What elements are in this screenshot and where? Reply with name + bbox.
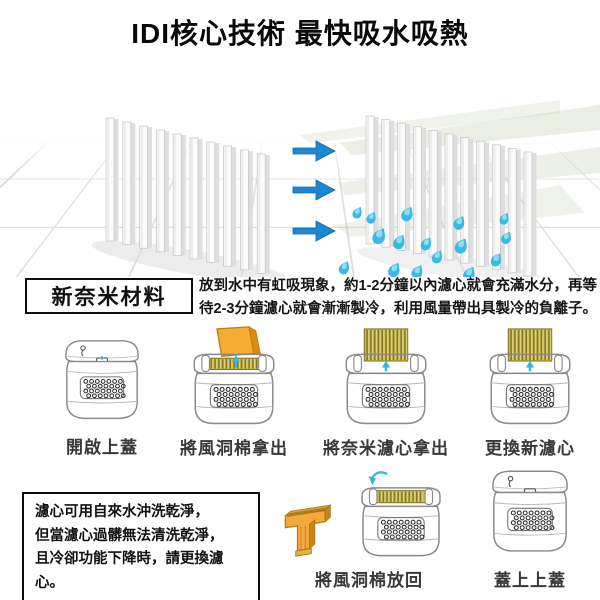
insert-arrow-icon — [372, 472, 387, 477]
step-caption: 更換新濾心 — [462, 434, 598, 459]
cooler-closed-illustration — [479, 460, 581, 564]
step-close-lid: 蓋上上蓋 — [466, 460, 594, 591]
page-title: IDI核心技術 最快吸水吸熱 — [0, 12, 600, 52]
filter-fins-graphic — [0, 55, 600, 277]
materials-label-box: 新奈米材料 — [25, 278, 193, 314]
step-caption: 蓋上上蓋 — [466, 566, 594, 591]
filter-care-note: 濾心可用自來水沖洗乾淨， 但當濾心過髒無法清洗乾淨， 且冷卻功能下降時，請更換濾… — [22, 492, 260, 600]
step-caption: 開啟上蓋 — [40, 433, 164, 458]
cooler-foam-out-illustration — [182, 326, 286, 432]
airflow-arrows-icon — [293, 141, 335, 241]
step-caption: 將風洞棉放回 — [276, 566, 462, 591]
airflow-illustration — [0, 55, 600, 277]
materials-label: 新奈米材料 — [52, 281, 167, 311]
step-return-foam: 將風洞棉放回 — [276, 460, 462, 591]
step-replace-filter: 更換新濾心 — [462, 326, 598, 459]
nano-filter-block — [508, 329, 551, 361]
foam-arch-illustration — [276, 500, 338, 564]
step-remove-filter: 將奈米濾心拿出 — [316, 326, 456, 459]
step-caption: 將風洞棉拿出 — [170, 434, 298, 459]
step-open-lid: 開啟上蓋 — [40, 330, 164, 458]
cooler-new-filter-illustration — [478, 326, 582, 432]
foam-block — [217, 327, 260, 356]
cooler-filter-out-illustration — [334, 326, 438, 432]
nano-filter-block — [364, 329, 407, 361]
step-remove-foam: 將風洞棉拿出 — [170, 326, 298, 459]
materials-description: 放到水中有虹吸現象，約1-2分鐘以內濾心就會充滿水分，再等待2-3分鐘濾心就會漸… — [199, 275, 597, 320]
filter-inside — [377, 491, 425, 503]
step-caption: 將奈米濾心拿出 — [316, 434, 456, 459]
cooler-foam-in-illustration — [350, 460, 452, 564]
cooler-closed-illustration — [52, 330, 152, 431]
